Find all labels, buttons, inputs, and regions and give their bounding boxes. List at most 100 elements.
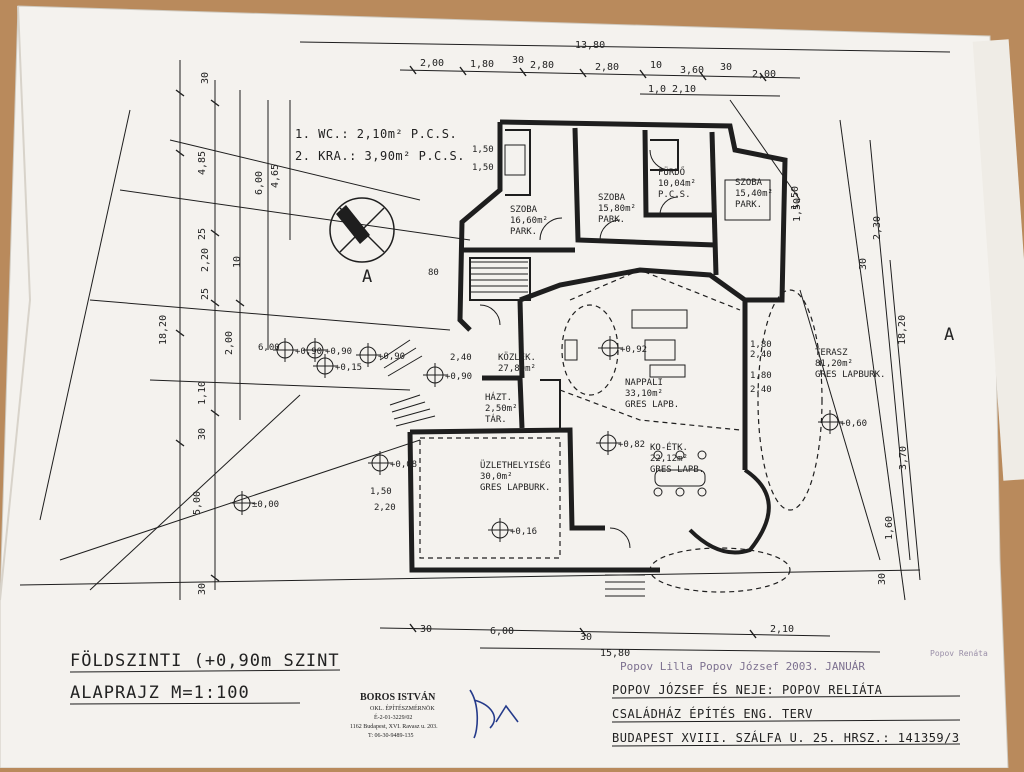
level-marker-cross (488, 518, 512, 542)
top-total-dimension: 13,80 (575, 40, 605, 51)
room-area: 30,0m² (480, 472, 513, 482)
room-area: 27,80m² (498, 364, 536, 374)
room-area: 2,50m² (485, 404, 518, 414)
right-dimension-label: 1,60 (884, 516, 895, 540)
stamp-line2: 1162 Budapest, XVI. Ravasz u. 203. (350, 724, 438, 730)
level-value: +0,92 (620, 345, 647, 355)
room-floor-finish: GRES LAPB. (625, 400, 679, 410)
room-area: 81,20m² (815, 359, 853, 369)
stamp-name: BOROS ISTVÁN (360, 691, 436, 703)
room-floor-finish: GRES LAPBURK. (815, 370, 885, 380)
note-kra: 2. KRA.: 3,90m² P.C.S. (295, 149, 465, 163)
room-floor-finish: P.C.S. (658, 190, 691, 200)
left-dimension-label: 30 (200, 72, 211, 84)
right-dimension-label: 3,70 (898, 446, 909, 470)
room-name: SZOBA (510, 205, 538, 215)
top-dimension-label: 1,0 (648, 84, 666, 95)
titleblock-rule-2 (611, 719, 961, 723)
bed (724, 179, 771, 221)
stairs-south (605, 574, 645, 597)
level-marker-cross (273, 338, 297, 362)
room-name: SZOBA (735, 178, 763, 188)
title-underline-1 (69, 669, 341, 673)
inner-dimension-label: 1,50 (370, 487, 392, 497)
top-dimension-label: 2,00 (420, 58, 444, 69)
top-dimension-label: 2,00 (752, 69, 776, 80)
level-value: +0,90 (378, 352, 405, 362)
titleblock-handwritten: Popov Lilla Popov József 2003. JANUÁR (620, 660, 865, 673)
building-walls (407, 119, 788, 573)
room-name: HÁZT. (485, 391, 512, 403)
room-floor-finish: GRES LAPBURK. (480, 483, 550, 493)
room-name: NAPPALI (625, 378, 663, 388)
drawing-title-line1: FÖLDSZINTI (+0,90m SZINT (70, 649, 340, 671)
dimension-lines (19, 41, 951, 653)
title-underline-2 (69, 702, 301, 705)
room-floor-finish: TÁR. (485, 413, 507, 425)
bottom-dimension-label: 30 (420, 624, 432, 635)
level-value: +0,82 (618, 440, 645, 450)
room-name: SZOBA (598, 193, 626, 203)
inner-dimension-label: 2,20 (374, 503, 396, 513)
level-value: +0,08 (390, 460, 417, 470)
inner-dimension-label: 6,00 (258, 343, 280, 353)
bottom-total-dimension: 15,80 (600, 648, 630, 659)
inner-dimension-label: 1,80 (750, 340, 772, 350)
stamp-role: OKL. ÉPÍTÉSZMÉRNÖK (370, 704, 435, 712)
left-total-dimension: 18,20 (158, 315, 169, 345)
left-dimension-label: 4,85 (197, 151, 208, 175)
room-labels: SZOBA16,60m²PARK.SZOBA15,80m²PARK.FÜRDŐ1… (480, 167, 885, 493)
room-name: KÖZLEK. (498, 352, 536, 363)
door-swings (479, 149, 679, 549)
level-value: +0,90 (325, 347, 352, 357)
level-value: +0,15 (335, 363, 362, 373)
level-marker-cross (818, 410, 842, 434)
level-marker-cross (356, 343, 380, 367)
stairs-north (470, 261, 528, 293)
dimension-ticks (175, 65, 767, 639)
left-dimension-label: 1,10 (197, 381, 208, 405)
room-floor-finish: GRES LAPB. (650, 465, 704, 475)
bottom-dimension-label: 30 (580, 632, 592, 643)
coffee-table (644, 339, 676, 361)
room-area: 22,12m² (650, 454, 688, 464)
right-total-dimension: 18,20 (897, 315, 908, 345)
sheet-fold-shadow (0, 5, 32, 601)
handwritten-signature (469, 689, 519, 739)
right-dimension-label: 30 (858, 258, 869, 270)
section-symbol (329, 197, 395, 263)
room-area: 15,80m² (598, 204, 636, 214)
level-value: +0,60 (840, 419, 867, 429)
drawing-title-line2: ALAPRAJZ M=1:100 (70, 683, 250, 703)
room-floor-finish: PARK. (598, 215, 625, 225)
top-dimension-label: 10 (650, 60, 662, 71)
stamp-line3: T: 06-30-9489-135 (368, 733, 414, 739)
inner-dimension-label: 2,40 (450, 353, 472, 363)
left-dimension-label: 30 (197, 583, 208, 595)
right-dimension-label: 1,50 (790, 186, 801, 210)
note-wc: 1. WC.: 2,10m² P.C.S. (295, 127, 457, 141)
titleblock-line1: POPOV JÓZSEF ÉS NEJE: POPOV RELIÁTA (612, 682, 883, 697)
left-dimension-label: 25 (197, 228, 208, 240)
right-dimension-label: 2,30 (872, 216, 883, 240)
level-value: +0,90 (445, 372, 472, 382)
level-marker-cross (313, 354, 337, 378)
room-area: 33,10m² (625, 389, 663, 399)
titleblock-pencil-note: Popov Renáta (930, 649, 988, 658)
left-dimension-label: 2,20 (200, 248, 211, 272)
top-dimension-label: 2,80 (595, 62, 619, 73)
bottom-dimension-label: 6,00 (490, 626, 514, 637)
left-dimension-label: 5,00 (192, 491, 203, 515)
level-marker-cross (596, 431, 620, 455)
left-dimension-label: 6,00 (254, 171, 265, 195)
section-mark-left: A (362, 267, 373, 287)
room-area: 16,60m² (510, 216, 548, 226)
level-marker-cross (368, 451, 392, 475)
level-marker-cross (423, 363, 447, 387)
stamp-line1: É-2-01-3229/02 (374, 713, 412, 721)
top-dimension-label: 2,10 (672, 84, 696, 95)
titleblock-rule-3 (611, 743, 961, 747)
room-floor-finish: PARK. (510, 227, 537, 237)
inner-dimension-label: 1,50 (472, 163, 494, 173)
